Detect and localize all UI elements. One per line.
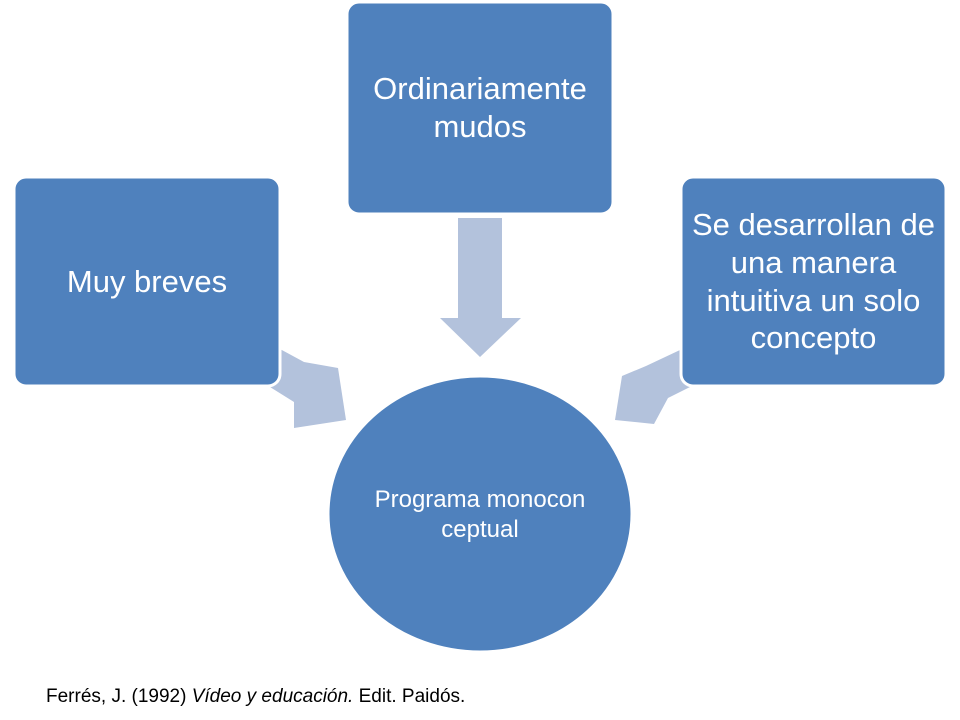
citation-author-year: Ferrés, J. (1992) xyxy=(46,686,192,707)
citation-publisher: Edit. Paidós. xyxy=(353,686,466,707)
node-box-top xyxy=(345,0,615,216)
center-label: Programa monoconceptual xyxy=(374,486,586,543)
node-box-left xyxy=(12,175,282,388)
node-box-right xyxy=(679,175,948,388)
arrow-left-to-center xyxy=(262,349,346,428)
arrow-top-to-center xyxy=(440,218,521,357)
arrow-right-to-center xyxy=(615,350,700,424)
citation: Ferrés, J. (1992) Vídeo y educación. Edi… xyxy=(46,686,465,708)
node-label-right: Se desarrollan de una manera intuitiva u… xyxy=(692,206,935,356)
center-circle xyxy=(326,374,634,654)
node-label-left: Muy breves xyxy=(66,263,228,299)
node-label-top: Ordinariamente mudos xyxy=(373,71,587,144)
citation-title: Vídeo y educación. xyxy=(191,686,354,707)
